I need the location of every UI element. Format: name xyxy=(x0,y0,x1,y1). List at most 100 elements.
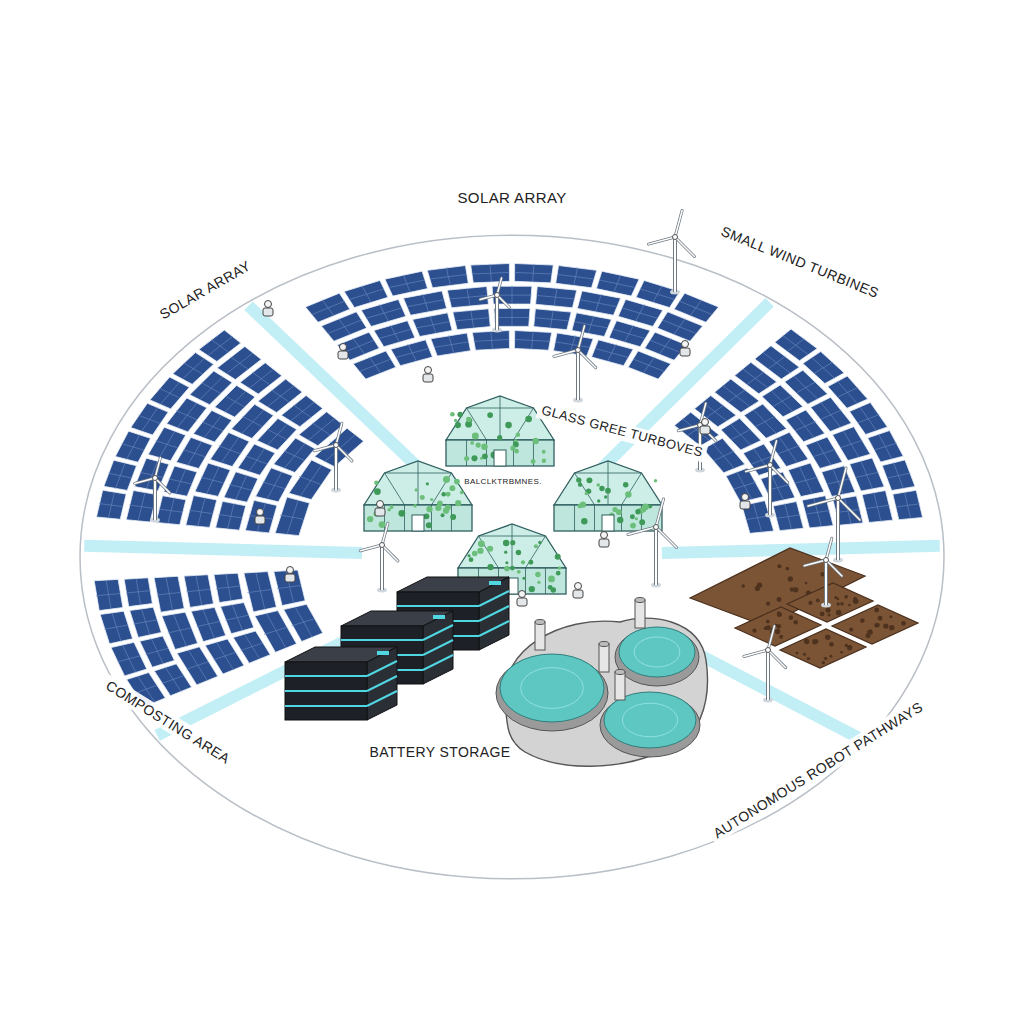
plant xyxy=(420,495,425,500)
soil-clod xyxy=(824,657,827,660)
wind-turbine xyxy=(554,326,596,403)
plant xyxy=(617,517,623,523)
plant xyxy=(555,554,561,560)
panel-cell-line xyxy=(202,422,223,431)
solar-panel xyxy=(191,607,226,641)
robot-head xyxy=(742,494,749,501)
panel-cell-line xyxy=(369,357,380,373)
battery-stripe xyxy=(285,675,367,677)
solar-panel xyxy=(431,333,471,356)
plant xyxy=(504,551,507,554)
plant xyxy=(415,488,418,491)
solar-panel xyxy=(216,501,246,530)
soil-clod xyxy=(779,635,783,639)
water-treatment xyxy=(496,598,707,767)
robot-head xyxy=(287,567,294,574)
battery-stripe xyxy=(367,676,397,691)
solar-panel xyxy=(775,329,817,361)
panel-cell-line xyxy=(446,268,450,286)
solar-panel xyxy=(893,490,923,519)
dome-frame xyxy=(512,524,513,568)
panel-cell-line xyxy=(247,589,271,592)
panel-cell-line xyxy=(229,484,252,490)
panel-cell-line xyxy=(213,652,235,660)
solar-panel xyxy=(609,321,650,347)
turbine-blade xyxy=(578,326,584,350)
turbine-blade xyxy=(744,650,768,656)
robot-head xyxy=(682,341,689,348)
soil-clod xyxy=(808,601,812,605)
panel-cell-line xyxy=(814,362,833,373)
pipe-cap xyxy=(599,642,609,647)
panel-cell-line xyxy=(146,648,169,654)
plant xyxy=(522,577,525,580)
battery-front xyxy=(285,662,367,720)
robot-body xyxy=(338,351,348,359)
turbine-hub xyxy=(654,525,659,530)
turbine-hub xyxy=(768,463,773,468)
panel-cell-line xyxy=(771,391,793,412)
turbine-blade xyxy=(675,237,694,256)
part-label: BALCLKTRBMNES. xyxy=(462,477,544,486)
plant xyxy=(449,485,455,491)
soil-clod xyxy=(766,625,771,630)
battery-stripe xyxy=(367,691,397,706)
solar-panel xyxy=(788,463,824,497)
soil-clod xyxy=(836,610,842,616)
soil-clod xyxy=(844,595,848,599)
turbine-blade xyxy=(746,465,770,471)
plant xyxy=(654,479,657,482)
plant xyxy=(604,495,607,498)
battery-stripe xyxy=(397,605,479,607)
turbine-blade xyxy=(382,545,398,561)
turbine-blade xyxy=(744,650,768,656)
soil-clod xyxy=(840,651,843,654)
battery-stripe xyxy=(423,655,453,670)
dome-frame xyxy=(525,568,526,594)
turbine-blade xyxy=(648,237,675,244)
plant xyxy=(413,504,417,508)
turbine-tower xyxy=(654,527,658,585)
turbine-blade xyxy=(135,478,155,483)
panel-cell-line xyxy=(856,472,879,477)
solar-panel xyxy=(494,309,530,327)
battery-indicator xyxy=(433,615,445,619)
plant xyxy=(558,566,562,570)
turbine-tower xyxy=(154,478,156,520)
panel-cell-line xyxy=(339,319,350,335)
plant xyxy=(516,550,522,556)
panel-cell-line xyxy=(660,338,671,354)
battery-unit xyxy=(285,647,397,720)
plant xyxy=(468,554,471,557)
pipe-column xyxy=(615,672,625,700)
panel-cell-line xyxy=(512,308,513,326)
panel-cell-line xyxy=(267,429,287,439)
pathway xyxy=(248,306,419,469)
robot-head xyxy=(575,583,582,590)
plant xyxy=(477,548,483,554)
plant xyxy=(534,544,538,548)
soil-clod xyxy=(804,639,809,644)
plant xyxy=(480,457,483,460)
turbine-hub xyxy=(334,443,339,448)
panel-cell-line xyxy=(756,416,775,426)
robot-body xyxy=(599,539,609,547)
robot-head xyxy=(519,591,526,598)
plant xyxy=(503,540,509,546)
battery-stripe xyxy=(479,591,509,606)
panel-cell-line xyxy=(157,592,181,595)
solar-panel xyxy=(515,263,554,282)
plant xyxy=(538,541,541,544)
plant xyxy=(441,513,445,517)
wind-turbine xyxy=(808,468,860,562)
solar-panel xyxy=(154,576,184,612)
plant xyxy=(454,419,457,422)
turbine-blade xyxy=(838,498,860,520)
plant xyxy=(525,416,532,423)
panel-cell-line xyxy=(186,662,208,670)
plant xyxy=(505,561,508,564)
panel-cell-line xyxy=(773,396,792,407)
wind-turbine xyxy=(135,458,170,523)
plant xyxy=(548,575,555,582)
